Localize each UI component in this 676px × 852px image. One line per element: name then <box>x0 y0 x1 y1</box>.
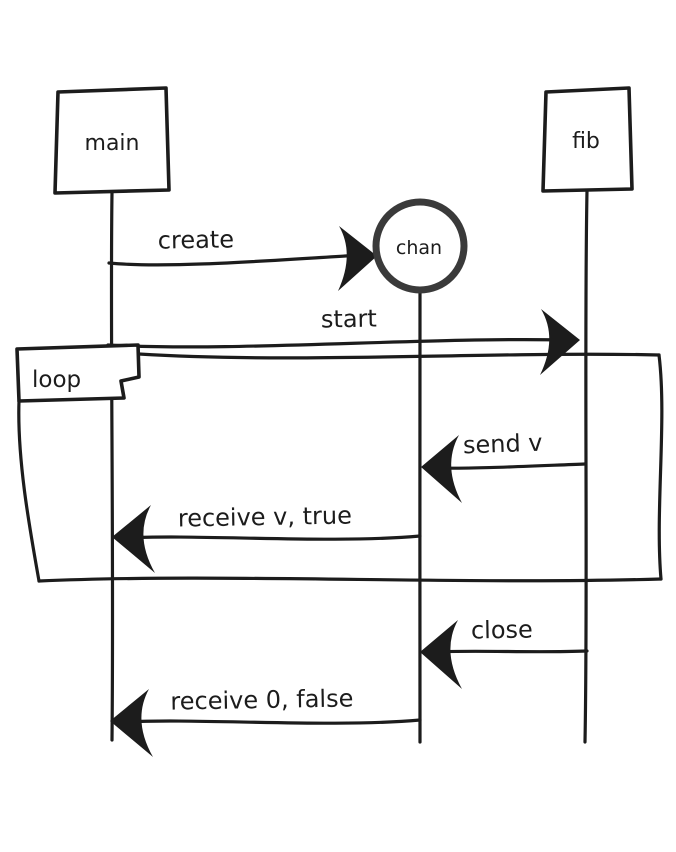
message-close-line <box>432 649 589 654</box>
message-create-arrowhead-icon <box>338 226 377 291</box>
message-close: close <box>420 615 589 689</box>
message-send-v-arrowhead-icon <box>421 435 462 503</box>
participant-main-box <box>53 86 171 195</box>
message-create: create <box>107 225 377 291</box>
lifeline-chan <box>418 288 422 744</box>
participant-chan: chan <box>372 198 468 294</box>
message-receive-v-true-label: receive v, true <box>178 501 353 532</box>
loop-frame-left <box>17 399 41 583</box>
participant-chan-label: chan <box>396 237 442 259</box>
message-close-label: close <box>471 615 533 644</box>
message-create-line <box>107 253 364 267</box>
participant-chan-circle <box>372 198 468 294</box>
participant-main: main <box>53 86 171 195</box>
message-receive-0-false-label: receive 0, false <box>170 684 353 715</box>
lifeline-fib <box>583 189 589 744</box>
loop-label-box: loop <box>15 343 141 403</box>
loop-frame-right <box>657 353 664 581</box>
message-send-v-label: send v <box>462 429 542 460</box>
message-receive-v-true-line <box>124 534 422 541</box>
message-receive-0-false-line <box>122 718 422 725</box>
participant-main-label: main <box>85 131 140 156</box>
message-close-arrowhead-icon <box>420 620 462 689</box>
message-receive-0-false: receive 0, false <box>110 684 422 757</box>
loop-fragment <box>17 352 664 583</box>
loop-frame-top <box>137 352 661 360</box>
message-receive-0-false-arrowhead-icon <box>110 689 153 757</box>
message-start-label: start <box>321 305 377 334</box>
message-start-line <box>106 337 568 349</box>
message-receive-v-true-arrowhead-icon <box>112 505 155 573</box>
participant-fib-label: fib <box>572 129 600 154</box>
participant-fib: fib <box>541 86 634 193</box>
message-start: start <box>106 305 580 375</box>
participant-fib-box <box>541 86 634 193</box>
message-start-arrowhead-icon <box>540 309 580 375</box>
message-send-v: send v <box>421 429 587 503</box>
loop-label: loop <box>32 367 81 393</box>
message-create-label: create <box>158 225 235 254</box>
message-send-v-line <box>432 462 587 470</box>
lifeline-main <box>109 191 115 742</box>
loop-label-pentagon <box>15 343 141 403</box>
message-receive-v-true: receive v, true <box>112 501 422 573</box>
loop-frame-bottom <box>37 576 663 583</box>
